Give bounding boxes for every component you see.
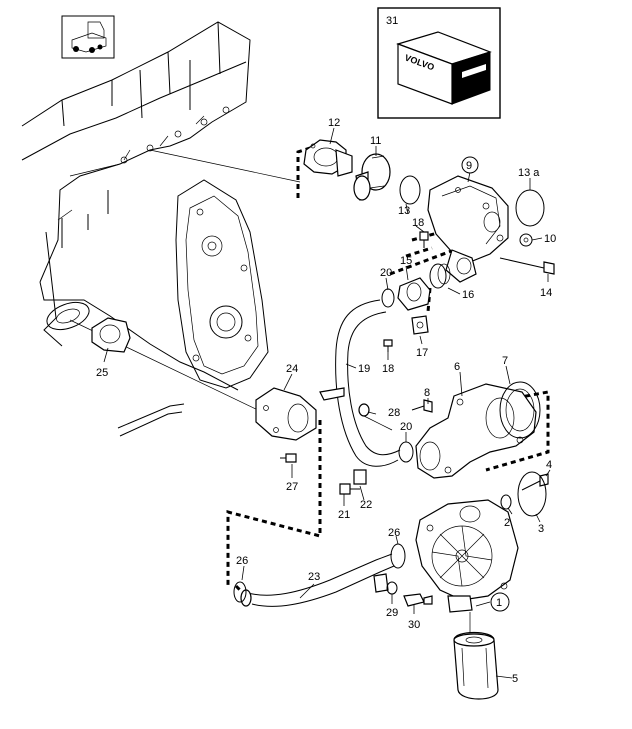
callout-6: 6 [454, 361, 460, 373]
part-5-filter [453, 612, 499, 700]
callout-31: 31 [386, 15, 398, 27]
callout-1: 1 [496, 597, 502, 609]
part-25-gasket [91, 317, 131, 353]
callout-19: 19 [358, 363, 370, 375]
part-24-outlet-flange [255, 387, 317, 441]
callout-13a: 13 a [518, 167, 540, 179]
part-27-bolt [280, 453, 297, 463]
callout-26-upper: 26 [388, 527, 400, 539]
callout-labels: 12 11 9 13 a 13 10 14 18 15 20 16 17 18 … [96, 117, 556, 685]
callout-8: 8 [424, 387, 430, 399]
callout-18-lower: 18 [382, 363, 394, 375]
callout-23: 23 [308, 571, 320, 583]
callout-14: 14 [540, 287, 552, 299]
callout-9-circle [461, 156, 479, 174]
callout-4: 4 [546, 459, 552, 471]
callout-13: 13 [398, 205, 410, 217]
callout-11: 11 [370, 135, 381, 147]
part-13-o-ring [399, 175, 421, 205]
volvo-kit-box: VOLVO [396, 31, 492, 105]
callout-16: 16 [462, 289, 474, 301]
callout-20-upper: 20 [380, 267, 392, 279]
callout-24: 24 [286, 363, 298, 375]
part-7-gasket [499, 381, 541, 439]
callout-12: 12 [328, 117, 340, 129]
callout-28: 28 [388, 407, 400, 419]
part-30-sensor [403, 593, 433, 607]
callout-20-lower: 20 [400, 421, 412, 433]
callout-2: 2 [504, 517, 510, 529]
callout-18-upper: 18 [412, 217, 424, 229]
part-15-connector [397, 277, 431, 311]
callout-25: 25 [96, 367, 108, 379]
part-8-bolt [411, 399, 433, 413]
kit-inset: 31 VOLVO [377, 7, 501, 119]
part-23-lower-pipe [240, 553, 395, 607]
callout-1-circle [490, 592, 510, 612]
callout-21: 21 [338, 509, 350, 521]
part-16-seal-rings [429, 263, 451, 289]
callout-26-lower: 26 [236, 555, 248, 567]
part-1-water-pump [415, 499, 519, 613]
part-9-thermostat-housing [427, 175, 509, 283]
part-18-bolt-upper [419, 231, 429, 248]
callout-5: 5 [512, 673, 518, 685]
part-10-washer [519, 233, 533, 247]
callout-10: 10 [544, 233, 556, 245]
part-18-bolt-lower [383, 339, 393, 352]
callout-22: 22 [360, 499, 372, 511]
part-2-washer [500, 494, 512, 510]
part-21-bolt [339, 483, 360, 495]
part-17-clamp [411, 315, 429, 335]
part-19-coolant-pipe [319, 299, 401, 467]
callout-27: 27 [286, 481, 298, 493]
callout-15: 15 [400, 255, 412, 267]
engine-block [21, 21, 269, 437]
part-29-washer [386, 581, 398, 595]
part-22-clip [353, 469, 367, 485]
callout-leader-lines [103, 127, 551, 679]
part-3-gasket-ring [517, 471, 547, 517]
part-11-thermostat [353, 153, 391, 201]
part-4-stud [521, 473, 549, 491]
callout-29: 29 [386, 607, 398, 619]
callout-9: 9 [466, 160, 472, 172]
callout-17: 17 [416, 347, 428, 359]
callout-3: 3 [538, 523, 544, 535]
truck-locator-icon [61, 15, 115, 59]
part-13a-o-ring [515, 189, 545, 227]
part-20-o-ring-upper [381, 288, 395, 308]
part-26-seal-ring-lower [233, 581, 247, 603]
part-26-seal-ring-upper [390, 543, 406, 569]
assembly-axis-lines [57, 149, 301, 413]
part-14-bolt [499, 257, 555, 275]
callout-30: 30 [408, 619, 420, 631]
callout-7: 7 [502, 355, 508, 367]
part-28-fitting [358, 403, 393, 431]
part-20-o-ring-lower [398, 441, 414, 463]
part-12-thermostat-cover [303, 139, 353, 177]
